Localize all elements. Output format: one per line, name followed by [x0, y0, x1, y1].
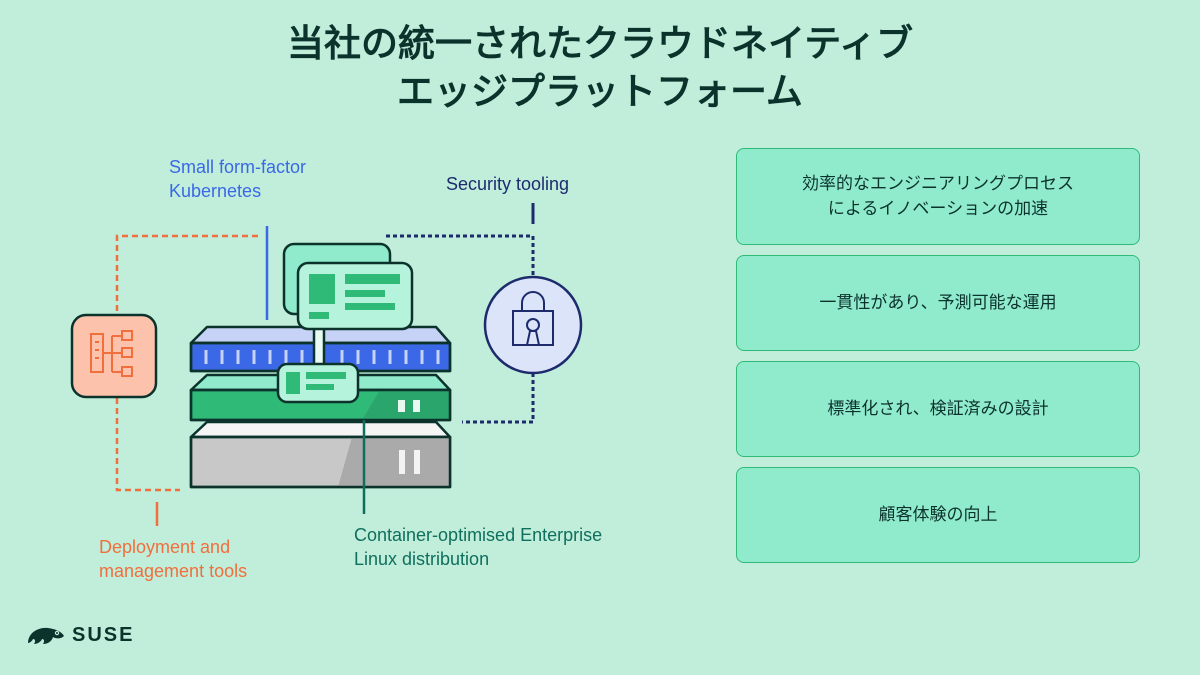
chameleon-icon: [28, 627, 64, 644]
benefit-card-operations: 一貫性があり、予測可能な運用: [736, 255, 1140, 351]
container-card-small: [276, 362, 360, 404]
title-line-2: エッジプラットフォーム: [397, 70, 803, 113]
security-connector: [386, 234, 535, 424]
grey-server-layer: [189, 420, 452, 489]
kubernetes-label: Small form-factor Kubernetes: [169, 157, 307, 201]
suse-logo: SUSE: [26, 623, 134, 647]
security-lock-icon: [483, 275, 583, 375]
page-title: 当社の統一されたクラウドネイティブ エッジプラットフォーム: [0, 20, 1200, 116]
security-tooling-label: Security tooling: [446, 174, 570, 194]
green-server-layer: [189, 373, 452, 422]
benefit-card-design: 標準化され、検証済みの設計: [736, 361, 1140, 457]
deployment-tools-icon: [70, 313, 158, 399]
title-line-1: 当社の統一されたクラウドネイティブ: [286, 22, 914, 65]
deployment-tools-label: Deployment and management tools: [99, 537, 248, 581]
benefit-card-innovation: 効率的なエンジニアリングプロセス によるイノベーションの加速: [736, 148, 1140, 245]
container-card-front: [296, 261, 414, 331]
benefit-card-customer: 顧客体験の向上: [736, 467, 1140, 563]
edge-platform-diagram: [70, 203, 583, 526]
linux-distribution-label: Container-optimised Enterprise Linux dis…: [354, 525, 603, 569]
logo-text: SUSE: [72, 623, 135, 646]
deployment-connector: [115, 234, 258, 492]
